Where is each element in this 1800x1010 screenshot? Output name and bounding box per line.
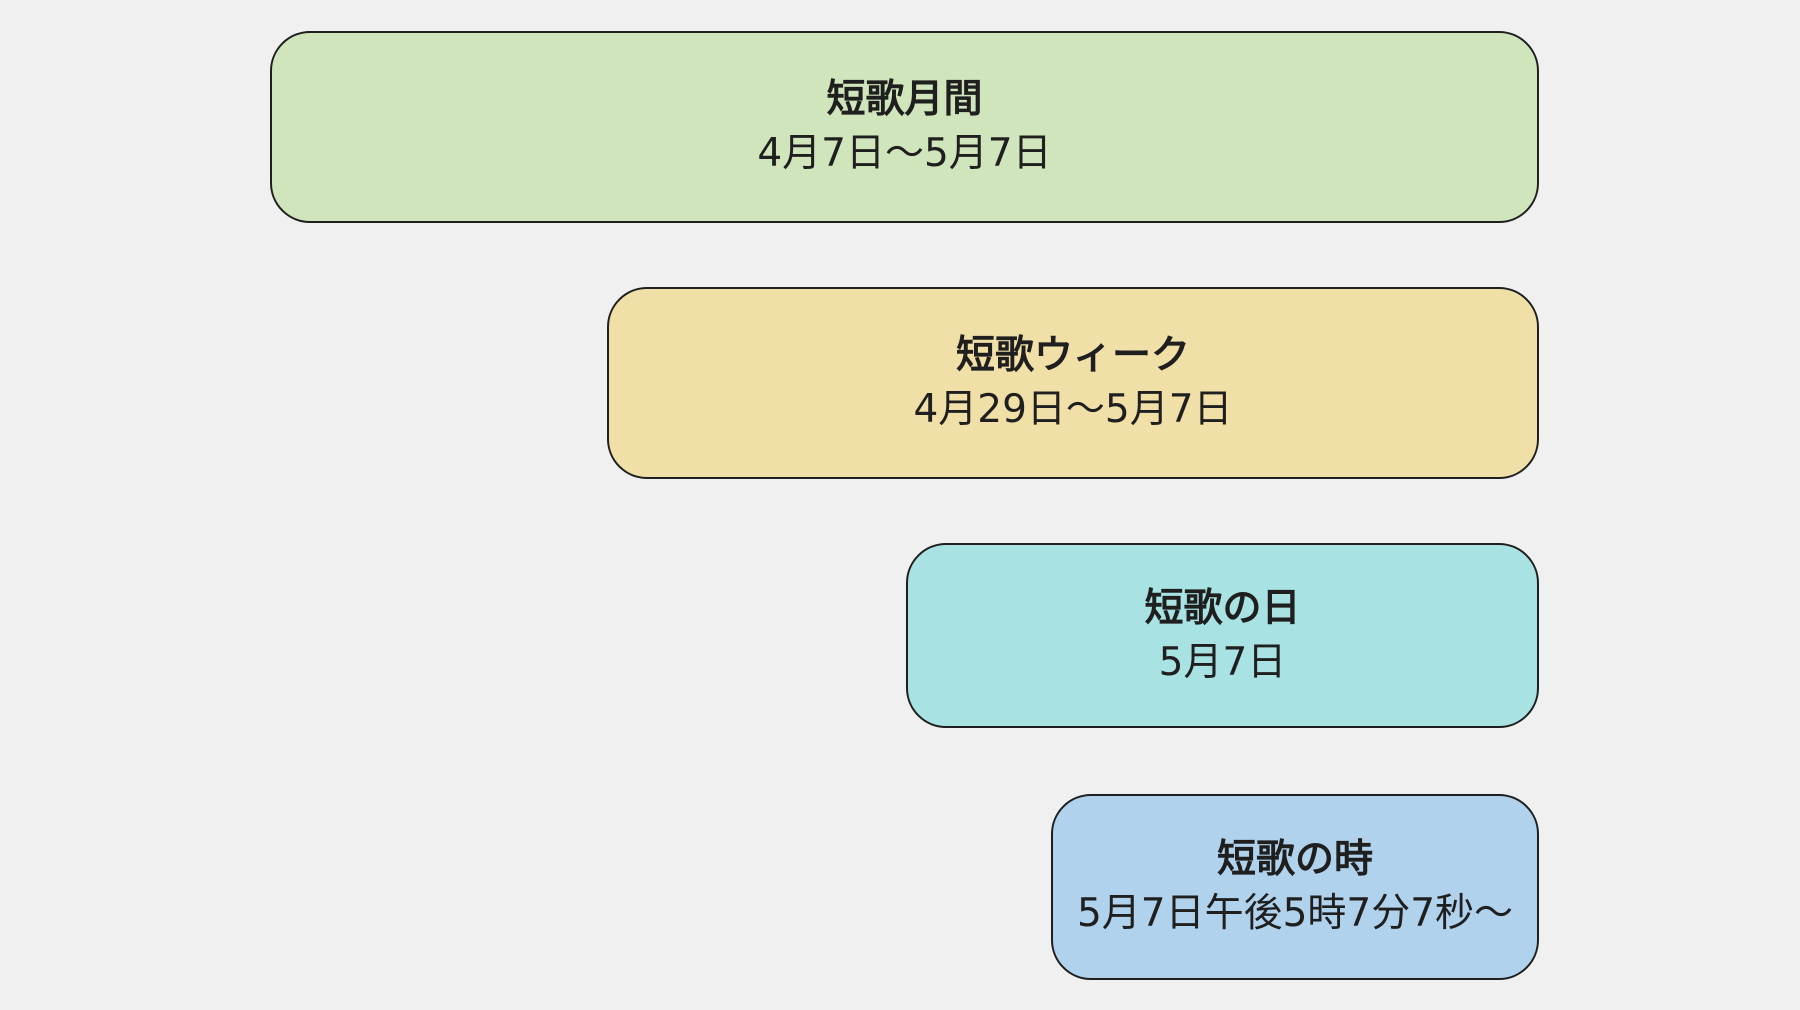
period-dates: 4月7日〜5月7日	[757, 131, 1052, 176]
period-title: 短歌ウィーク	[955, 333, 1190, 378]
period-title: 短歌の時	[1216, 837, 1373, 882]
period-dates: 4月29日〜5月7日	[913, 387, 1233, 432]
period-dates: 5月7日午後5時7分7秒〜	[1076, 891, 1514, 936]
period-dates: 5月7日	[1158, 639, 1287, 685]
period-box-tanka-time: 短歌の時 5月7日午後5時7分7秒〜	[1051, 794, 1539, 980]
period-title: 短歌の日	[1144, 585, 1301, 631]
period-box-tanka-month: 短歌月間 4月7日〜5月7日	[270, 31, 1539, 223]
period-box-tanka-day: 短歌の日 5月7日	[906, 543, 1539, 728]
period-title: 短歌月間	[826, 77, 983, 122]
period-box-tanka-week: 短歌ウィーク 4月29日〜5月7日	[607, 287, 1539, 479]
